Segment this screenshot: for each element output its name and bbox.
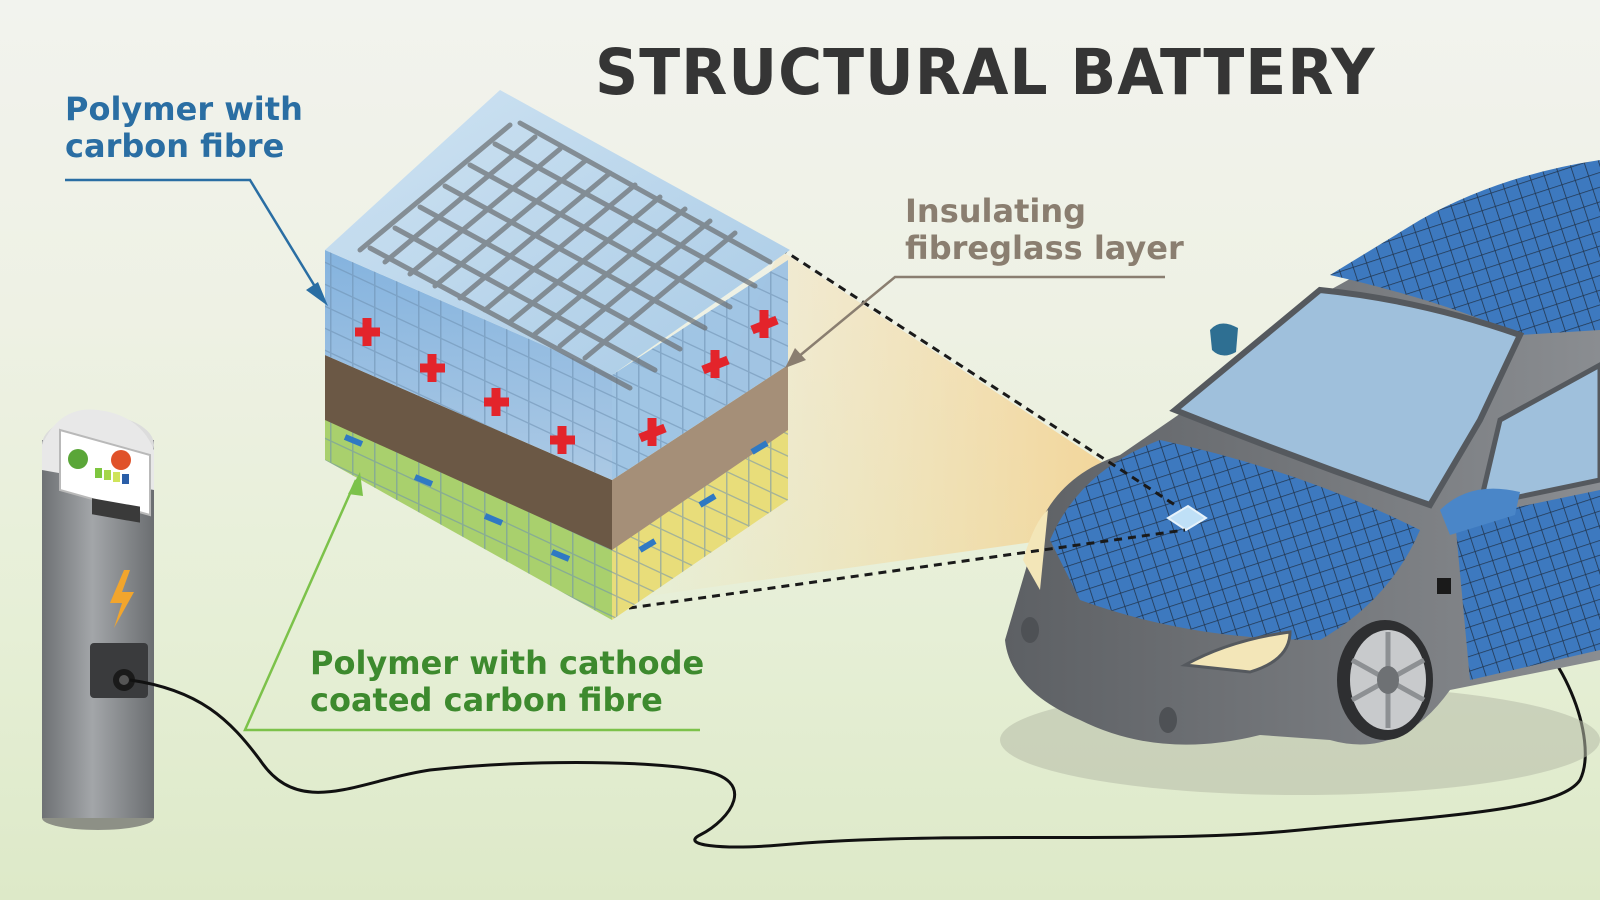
green-status-light [68, 449, 88, 469]
insulating-layer-side [612, 365, 788, 550]
lightning-bolt-icon [110, 570, 134, 628]
zoom-guide-lines [614, 246, 1186, 612]
headlight [1180, 630, 1292, 674]
front-wheel [1337, 620, 1433, 740]
hood-battery-panel [1050, 440, 1420, 640]
carbon-fibre-mesh [357, 120, 773, 391]
anode-leader-line [65, 178, 328, 306]
insulating-layer-label: Insulating fibreglass layer [905, 192, 1184, 267]
insulating-layer-front [325, 355, 612, 550]
plus-sign-icon [355, 310, 779, 454]
insulator-leader-line [785, 275, 1165, 368]
minus-sign-icon [343, 434, 769, 562]
anode-layer-label: Polymer with carbon fibre [65, 90, 303, 165]
charging-station [42, 409, 154, 830]
charging-cable [129, 588, 1587, 849]
charge-level-indicator [92, 468, 140, 523]
windshield [1169, 286, 1525, 509]
battery-sample-highlight [1166, 504, 1208, 532]
red-status-light [111, 450, 131, 470]
diagram-title: STRUCTURAL BATTERY [595, 36, 1376, 110]
cathode-layer-label: Polymer with cathode coated carbon fibre [310, 644, 705, 719]
electric-car [1000, 160, 1600, 795]
cathode-leader-line [243, 472, 700, 732]
anode-layer-top [325, 90, 790, 375]
battery-cross-section [325, 90, 790, 620]
